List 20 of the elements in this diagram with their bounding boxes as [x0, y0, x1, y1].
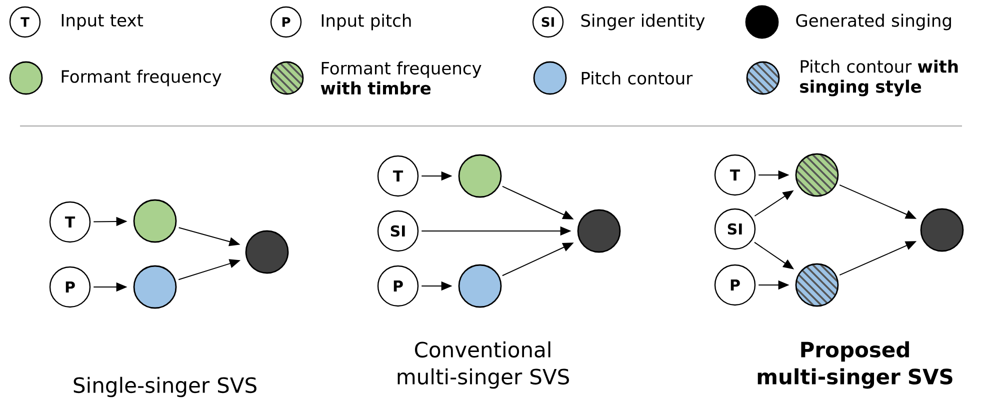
output-circle: [245, 230, 289, 274]
legend-text: Pitch contour: [582, 71, 693, 85]
legend-text: Singer identity: [581, 14, 705, 30]
panel-caption: Proposed multi-singer SVS: [758, 341, 952, 389]
panel-caption: Conventional multi-singer SVS: [398, 341, 569, 389]
feature-circle: [133, 199, 177, 243]
output-circle: [577, 209, 621, 253]
feature-circle: [133, 265, 177, 309]
feature-circle: [795, 263, 839, 307]
output-circle: [920, 208, 964, 252]
panel-caption: Single-singer SVS: [74, 376, 256, 398]
legend-text: Generated singing: [796, 14, 951, 30]
feature-circle: [795, 153, 839, 197]
feature-circle: [458, 154, 502, 198]
feature-circle: [458, 264, 502, 308]
legend-text: Input text: [62, 14, 144, 30]
legend-text: Pitch contour with singing style: [800, 60, 958, 96]
legend-text: Formant frequency: [62, 70, 222, 86]
legend-text: Input pitch: [322, 14, 411, 30]
legend-text: Formant frequency with timbre: [320, 61, 482, 95]
